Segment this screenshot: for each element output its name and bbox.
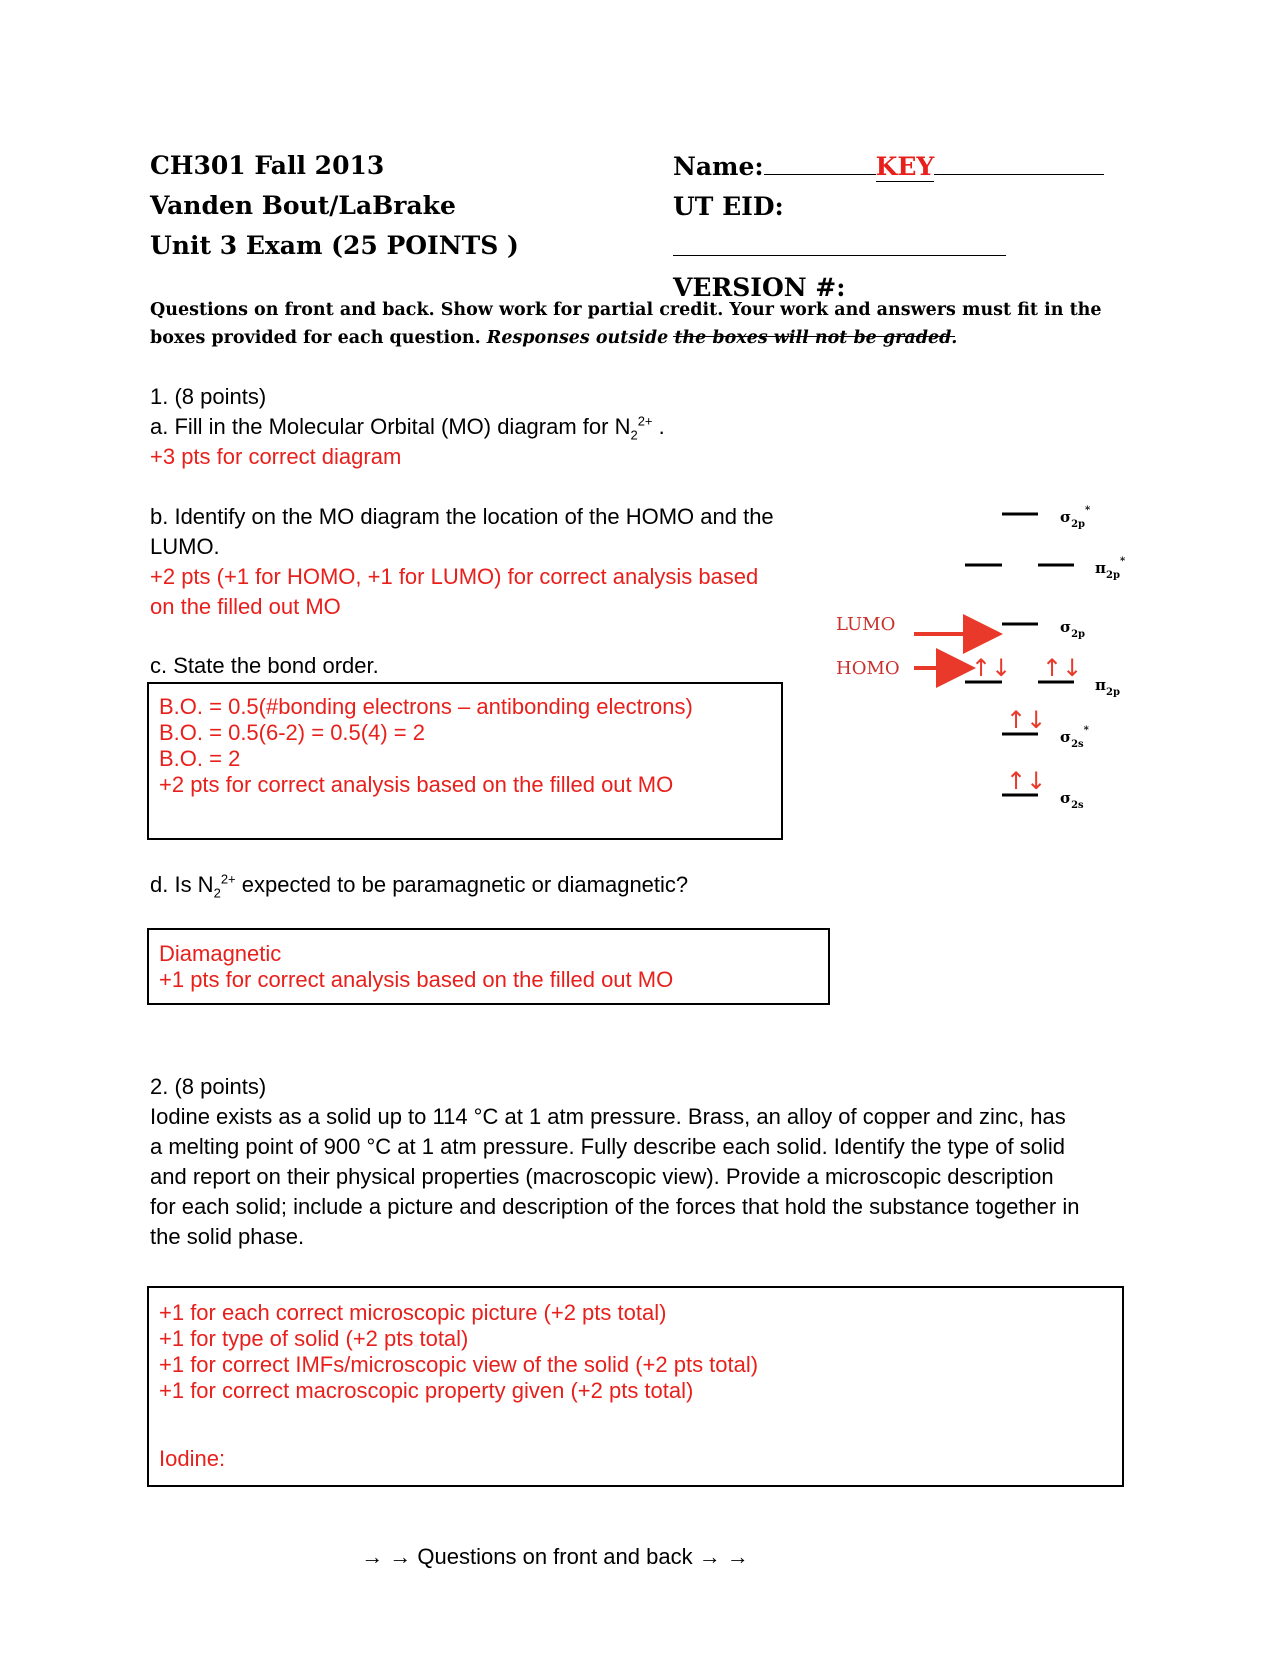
q1d-answer-line: Diamagnetic [159, 941, 282, 966]
q1a-text: a. Fill in the Molecular Orbital (MO) di… [150, 413, 665, 443]
sigma-2s-label: σ2s [1060, 789, 1084, 811]
question-1b: b. Identify on the MO diagram the locati… [150, 502, 830, 622]
q1d-text: d. Is N22+ expected to be paramagnetic o… [150, 871, 689, 901]
pi-2p-electrons-2: ↑↓ [1042, 654, 1082, 682]
q2-rubric-line: +1 for type of solid (+2 pts total) [159, 1326, 469, 1351]
q2-title: 2. (8 points) [150, 1074, 267, 1099]
q2-rubric-line: +1 for correct IMFs/microscopic view of … [159, 1352, 759, 1377]
mo-diagram: σ2p* π2p* σ2p π2p ↑↓ ↑↓ ↑↓ σ2s* ↑↓ σ2s L… [836, 505, 1126, 811]
instructions-line-2: boxes provided for each question. Respon… [150, 328, 958, 348]
q2-text-line: a melting point of 900 °C at 1 atm press… [150, 1134, 1065, 1159]
q1c-text: c. State the bond order. [150, 653, 379, 678]
exam-title: Unit 3 Exam (25 POINTS ) [150, 231, 519, 260]
q1b-points-2: on the filled out MO [150, 594, 341, 619]
q2-rubric-line: +1 for each correct microscopic picture … [159, 1300, 667, 1325]
q1b-points-1: +2 pts (+1 for HOMO, +1 for LUMO) for co… [150, 564, 759, 589]
q1c-answer-line: B.O. = 2 [159, 746, 241, 771]
pi-2p-star-label: π2p* [1095, 556, 1126, 581]
instructions-warning: Responses outside the boxes will not be … [486, 328, 958, 348]
name-field[interactable] [934, 146, 1105, 175]
sigma-2p-label: σ2p [1060, 618, 1085, 640]
question-1: 1. (8 points) a. Fill in the Molecular O… [150, 382, 830, 472]
name-label: Name: [673, 152, 764, 181]
question-2: 2. (8 points) Iodine exists as a solid u… [150, 1072, 1150, 1252]
q1b-text-2: LUMO. [150, 534, 220, 559]
q2-iodine-label: Iodine: [159, 1446, 226, 1471]
sigma-2s-star-electrons: ↑↓ [1006, 706, 1046, 734]
q1a-points: +3 pts for correct diagram [150, 444, 402, 469]
student-fields: Name: KEY UT EID: VERSION #: [673, 146, 1113, 349]
q2-text-line: the solid phase. [150, 1224, 305, 1249]
q2-answer-box[interactable]: +1 for each correct microscopic picture … [147, 1286, 1124, 1487]
q2-text-line: Iodine exists as a solid up to 114 °C at… [150, 1104, 1066, 1129]
q2-text-line: for each solid; include a picture and de… [150, 1194, 1080, 1219]
instructors: Vanden Bout/LaBrake [150, 191, 456, 220]
pi-2p-electrons-1: ↑↓ [971, 654, 1011, 682]
version-field[interactable] [673, 308, 955, 337]
sigma-2s-star-label: σ2s* [1060, 725, 1090, 750]
instructions: Questions on front and back. Show work f… [150, 296, 1150, 352]
q1c-answer-line: B.O. = 0.5(6-2) = 0.5(4) = 2 [159, 720, 425, 745]
version-field-row: VERSION #: [673, 268, 1113, 349]
eid-field-row: UT EID: [673, 187, 1113, 268]
instructions-line-1: Questions on front and back. Show work f… [150, 300, 1102, 320]
q1b-text-1: b. Identify on the MO diagram the locati… [150, 504, 774, 529]
q1-title: 1. (8 points) [150, 384, 267, 409]
q1c-answer-box[interactable]: B.O. = 0.5(#bonding electrons – antibond… [147, 682, 783, 840]
lumo-label: LUMO [836, 614, 895, 635]
q1c-answer-line: B.O. = 0.5(#bonding electrons – antibond… [159, 694, 693, 719]
eid-label: UT EID: [673, 192, 784, 221]
sigma-2s-electrons: ↑↓ [1006, 767, 1046, 795]
q1c-answer-line: +2 pts for correct analysis based on the… [159, 772, 674, 797]
q1d-answer-line: +1 pts for correct analysis based on the… [159, 967, 674, 992]
pi-2p-label: π2p [1095, 676, 1120, 698]
name-value: KEY [875, 152, 935, 182]
sigma-2p-star-label: σ2p* [1060, 505, 1091, 530]
q1d-answer-box[interactable]: Diamagnetic +1 pts for correct analysis … [147, 928, 830, 1005]
name-field-row: Name: KEY [673, 146, 1113, 187]
course-title: CH301 Fall 2013 [150, 151, 385, 180]
homo-label: HOMO [836, 658, 900, 679]
eid-field[interactable] [673, 227, 1006, 256]
page-footer: → → Questions on front and back → → [361, 1544, 749, 1569]
version-label: VERSION #: [673, 273, 846, 302]
course-header: CH301 Fall 2013 Vanden Bout/LaBrake Unit… [150, 146, 519, 266]
q2-text-line: and report on their physical properties … [150, 1164, 1054, 1189]
q2-rubric-line: +1 for correct macroscopic property give… [159, 1378, 694, 1403]
